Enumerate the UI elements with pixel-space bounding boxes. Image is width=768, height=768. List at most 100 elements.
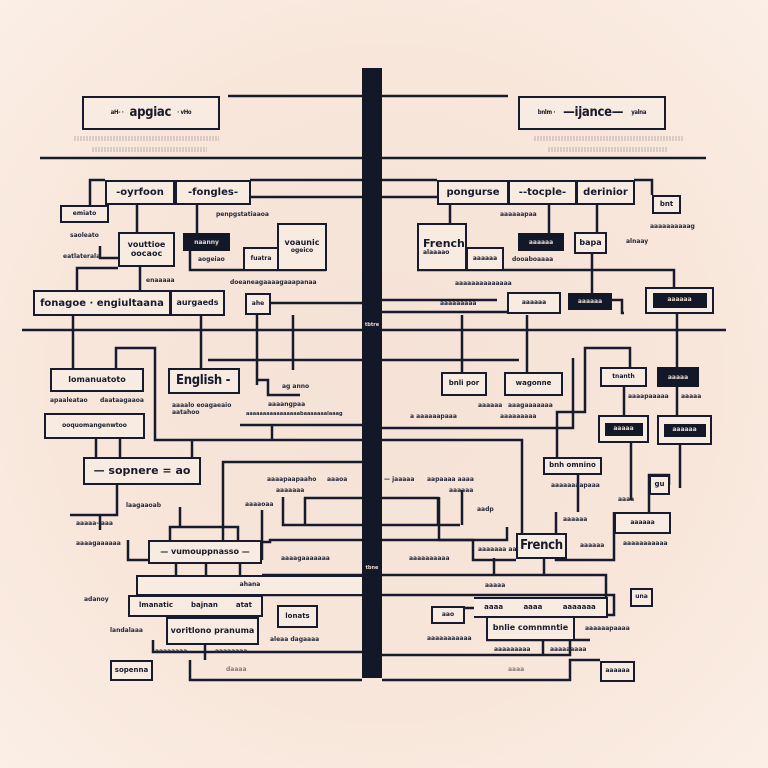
label: aaaagaaaaaa (76, 540, 121, 547)
label: laagaaoab (126, 502, 162, 509)
label: aaaaaa (478, 402, 503, 409)
label: aadp (477, 506, 494, 513)
node-box[interactable]: vouttioe oocaoc (118, 232, 175, 267)
dark-box[interactable]: naanny (183, 233, 230, 251)
label: aaaaaaaa (155, 648, 188, 655)
label: aaagaaaaaaa (508, 402, 553, 409)
label: aleaa dagaaaa (270, 636, 320, 643)
node-box[interactable]: ooquomangenwtoo (44, 413, 145, 439)
triple-box[interactable]: lmanatic bajnan atat (128, 595, 263, 617)
small-box[interactable]: bnt (652, 195, 681, 214)
node-box[interactable]: wagonne (504, 372, 563, 396)
small-box[interactable]: una (630, 588, 653, 607)
node-box[interactable]: sopenna (110, 660, 153, 681)
node-box[interactable]: — vumouppnasso — (148, 540, 262, 564)
label: penpgstatiaaoa (216, 211, 269, 218)
label: — jaaaaa (384, 476, 415, 483)
header-box[interactable]: -fongles- (175, 180, 251, 205)
dark-box[interactable]: aaaaa (657, 367, 699, 387)
label: aaaoa (327, 476, 348, 483)
english-box[interactable]: English - (168, 368, 240, 394)
label: aaaaaaaaaaaaaaaabaaaaaaalaaag (246, 411, 343, 417)
callout-box[interactable]: aaaaa (598, 415, 649, 443)
label: daaaa (226, 666, 247, 673)
connector (114, 346, 362, 442)
connector (257, 378, 300, 397)
small-box[interactable]: fuatra (243, 247, 279, 271)
title-main: —ijance— (563, 104, 624, 120)
connector (70, 484, 119, 517)
row-box[interactable]: aaaaaa (645, 287, 714, 314)
label: aaaaaaaaaaaaaa (455, 280, 512, 287)
row-box[interactable]: ahana (136, 575, 362, 596)
label: aaaa (618, 496, 635, 503)
small-box[interactable]: aaaaaa (466, 247, 504, 271)
label: aaaaaapaa (500, 211, 537, 218)
label: aaaaaaaaa (440, 300, 477, 307)
node-box[interactable]: bnh omnino (543, 457, 602, 475)
connector (382, 573, 608, 598)
dark-inner: aaaaaa (652, 293, 707, 308)
small-box[interactable]: gu (649, 475, 670, 495)
label: aogeiao (198, 256, 225, 263)
header-box[interactable]: pongurse (437, 180, 509, 205)
title-prefix: bnlm · (537, 108, 556, 116)
label: aaaaoaa (245, 501, 274, 508)
cell: aaaaaaa (562, 602, 596, 611)
label: aaaaaaaaa (550, 646, 587, 653)
connector (382, 496, 440, 524)
connector (262, 538, 362, 544)
connector (75, 266, 118, 290)
label: a aaaaaapaaa (410, 413, 457, 420)
faint-text (92, 147, 207, 152)
node-box[interactable]: lomanuatoto (50, 368, 144, 392)
row-box[interactable]: ahe (245, 293, 271, 315)
node-box[interactable]: bapa (574, 232, 607, 254)
label: aaaaaaaaaaa (623, 540, 668, 547)
label: aaaaaaa aal (478, 546, 519, 553)
node-box[interactable]: bnlie comnmntie (486, 616, 575, 641)
dark-inner: aaaaa (604, 422, 643, 436)
label: aaaagaaaaaaa (281, 555, 330, 562)
title-main: apgiac (129, 104, 172, 120)
node-box[interactable]: bnli por (441, 372, 487, 396)
connector (382, 358, 575, 430)
label: aaaaaaaa (215, 648, 248, 655)
faint-text (74, 136, 219, 141)
label: aaaaaaa (276, 487, 305, 494)
label: enaaaaa (146, 277, 175, 284)
row-box[interactable]: aaaaaa (507, 292, 561, 314)
header-box[interactable]: derinior (576, 180, 635, 205)
node-box[interactable]: aaaaaa (614, 512, 671, 534)
dark-inner: aaaaaa (663, 423, 706, 437)
left-title-box[interactable]: aH- · apgiac · vHo (82, 96, 220, 130)
connector (612, 298, 624, 315)
label: eatlaterala (63, 253, 101, 260)
label: adanoy (84, 596, 109, 603)
node-box[interactable]: voaunic ogeico (277, 223, 327, 271)
node-box[interactable]: tnanth (600, 367, 647, 387)
label: aaaa (508, 666, 525, 673)
row-box[interactable]: aurgaeds (170, 290, 225, 316)
title-suffix: yalna (631, 108, 647, 116)
small-box[interactable]: emiato (60, 205, 109, 223)
header-box[interactable]: --tocple- (508, 180, 577, 205)
label: aaaaaaaapaaa (551, 482, 600, 489)
row-box[interactable]: fonagoe · engiultaana (33, 290, 171, 316)
node-box[interactable]: aaaaaa (600, 661, 635, 682)
triple-box[interactable]: aaaa aaaa aaaaaaa (474, 597, 608, 618)
node-box[interactable]: — sopnere = ao (83, 457, 201, 485)
label: aaaaaaaaaa (409, 555, 450, 562)
small-box[interactable]: aao (431, 606, 465, 624)
french-node[interactable]: French alaaaao (417, 223, 467, 271)
node-box[interactable]: voritlono pranuma (166, 617, 259, 645)
callout-box[interactable]: aaaaaa (657, 415, 712, 445)
dark-box[interactable]: aaaaaa (518, 233, 564, 251)
dark-box[interactable]: aaaaaa (568, 293, 612, 310)
right-title-box[interactable]: bnlm · —ijance— yalna (518, 96, 666, 130)
node-box[interactable]: lonats (277, 605, 318, 628)
node-subtitle: alaaaao (423, 248, 450, 256)
faint-text (548, 147, 668, 152)
french-box[interactable]: French (516, 533, 567, 559)
header-box[interactable]: -oyrfoon (105, 180, 175, 205)
